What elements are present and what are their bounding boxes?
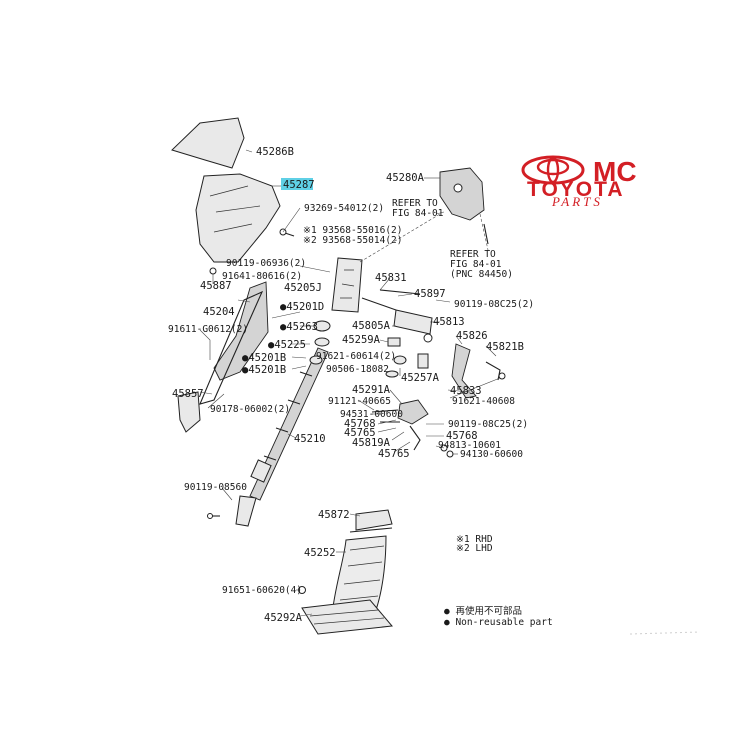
label-91611: 91611-G0612(2) [168,324,248,335]
label-90119-06936: 90119-06936(2) [226,258,306,269]
intermediate-shaft-shape [235,347,329,527]
label-90119-08C25-2: 90119-08C25(2) [448,419,528,430]
label-91621-40608: 91621-40608 [452,396,515,407]
label-45821B: 45821B [486,341,524,353]
label-45201D: ●45201D [280,301,324,313]
label-45805A: 45805A [352,320,391,332]
label-45292A: 45292A [264,612,303,624]
screw-93269-shape [279,228,295,237]
label-91651: 91651-60620(4) [222,585,302,596]
label-45201B-1: ●45201B [242,352,286,364]
label-45210: 45210 [294,433,326,445]
label-45280A: 45280A [386,172,425,184]
legend-jp: ● 再使用不可部品 [444,605,522,617]
tilt-pivot-shape [397,399,429,425]
highlight-45287 [281,178,313,190]
label-refer-2-line2: FIG 84-01 [450,259,502,270]
label-45257A: 45257A [401,372,440,384]
legend-en: ● Non-reusable part [444,617,553,628]
label-90178: 90178-06002(2) [210,404,290,415]
label-45887: 45887 [200,280,232,292]
brand-line-1: MC [593,156,637,187]
label-45872: 45872 [318,509,350,521]
column-cover-lower-shape [195,173,281,263]
label-90506: 90506-18082 [326,364,389,375]
label-refer-1-line2: FIG 84-01 [392,208,444,219]
lower-bracket-shape [177,391,201,433]
label-91121: 91121-40665 [328,396,391,407]
label-94130: 94130-60600 [460,449,523,460]
toyota-emblem-icon [521,155,585,185]
column-boot-shape [331,509,393,617]
note-rhd: ※1 RHD [456,534,493,545]
label-refer-2-line1: REFER TO [450,249,496,260]
label-45263: ●45263 [280,321,318,333]
label-45768-1: 45768 [344,418,376,430]
label-refer-2-line3: (PNC 84450) [450,269,513,280]
label-94531: 94531-00600 [340,409,403,420]
label-93269: 93269-54012(2) [304,203,384,214]
note-lhd: ※2 LHD [456,543,493,554]
leader-lines [199,149,501,617]
steering-column-tube-shape [199,290,264,405]
label-45768-2: 45768 [446,430,478,442]
column-bracket-shape [213,281,269,381]
label-45252: 45252 [304,547,336,559]
label-45287: 45287 [283,179,315,191]
boot-plate-shape [301,599,393,635]
label-45259A: 45259A [342,334,381,346]
label-45857: 45857 [172,388,204,400]
label-91621-60614: 91621-60614(2) [316,351,396,362]
brand-line-3: PARTS [551,194,603,209]
label-45201B-2: ●45201B [242,364,286,376]
label-45826: 45826 [456,330,488,342]
brand-line-2: TOYOTA [527,178,625,201]
label-45286B: 45286B [256,146,294,158]
small-parts-group-shape [385,333,433,378]
tilt-lever-shape [451,343,477,399]
steering-lock-shape [439,167,485,221]
label-45897: 45897 [414,288,446,300]
label-45205J: 45205J [284,282,322,294]
brand-logo: MC TOYOTA PARTS [521,155,637,209]
tilt-lever-bracket-shape [393,309,433,335]
label-90119-08560: 90119-08560 [184,482,247,493]
label-45765-2: 45765 [378,448,410,460]
label-45225: ●45225 [268,339,306,351]
label-90119-08C25-1: 90119-08C25(2) [454,299,534,310]
column-cover-upper-shape [171,117,245,169]
label-93568-rhd: ※1 93568-55016(2) [303,225,402,236]
label-45765-1: 45765 [344,427,376,439]
label-93568-lhd: ※2 93568-55014(2) [303,235,402,246]
label-45813: 45813 [433,316,465,328]
clip-45887-shape [209,267,217,275]
label-45204: 45204 [203,306,235,318]
label-45819A: 45819A [352,437,391,449]
page-edge-mark [629,631,701,635]
label-45291A: 45291A [352,384,391,396]
label-91641: 91641-80616(2) [222,271,302,282]
label-94813: 94813-10601 [438,440,501,451]
bolt-90119-08560-shape [207,513,220,519]
label-refer-1-line1: REFER TO [392,198,438,209]
label-45833: 45833 [450,385,482,397]
label-45831: 45831 [375,272,407,284]
